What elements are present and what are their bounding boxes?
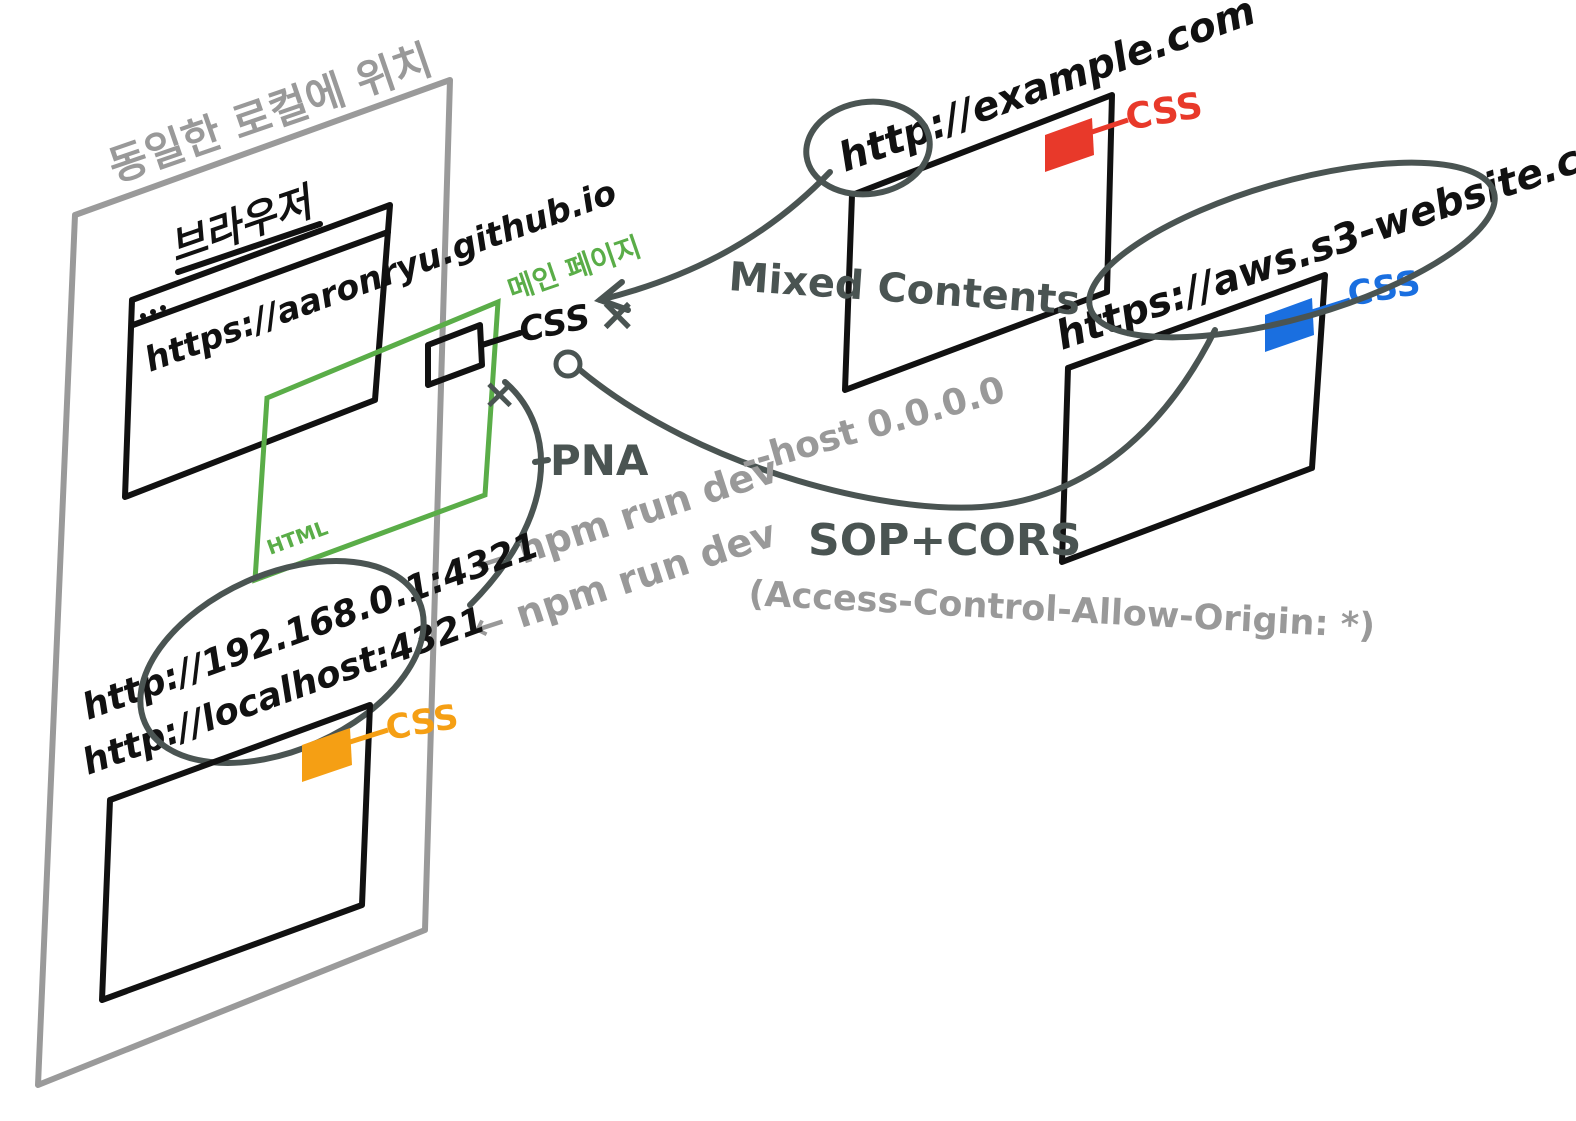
local-css-connector: [349, 727, 389, 745]
mixed-contents-label: Mixed Contents: [727, 254, 1081, 324]
mixed-contents-arrow: [597, 169, 833, 303]
sop-cors-label: SOP+CORS: [808, 515, 1081, 566]
example-css-box: [1045, 118, 1094, 172]
example-css-label: CSS: [1122, 85, 1205, 139]
acao-label: (Access-Control-Allow-Origin: *): [748, 574, 1376, 647]
cors-curve: [577, 327, 1218, 511]
same-local-panel: [35, 77, 453, 1088]
s3-domain-circle: [1086, 159, 1498, 341]
mixed-contents-arrowhead: [593, 279, 631, 313]
local-css-label: CSS: [383, 697, 462, 749]
main-css-label: CSS: [516, 297, 594, 351]
main-css-box: [425, 322, 485, 388]
pna-label-connector: [532, 457, 551, 465]
pna-blocked-mark: ×: [482, 369, 517, 418]
s3-window: [1059, 272, 1328, 565]
browser-titlebar-divider: [130, 229, 391, 328]
pna-label: PNA: [550, 436, 649, 485]
main-page-frame: [252, 298, 501, 584]
cors-allowed-mark: [553, 349, 583, 379]
host-flag-label: --host 0.0.0.0: [736, 369, 1009, 484]
browser-window: [122, 202, 393, 500]
main-css-connector: [479, 330, 523, 348]
example-css-connector: [1091, 117, 1129, 135]
same-location-label: 동일한 로컬에 위치: [102, 35, 438, 191]
pna-curve: [467, 379, 545, 608]
window-dot-1: [140, 313, 146, 319]
s3-css-box: [1265, 298, 1314, 352]
http-scheme-circle: [803, 98, 933, 198]
example-window: [842, 92, 1115, 393]
local-window: [99, 702, 373, 1003]
window-dot-3: [160, 305, 166, 311]
local-css-box: [302, 728, 352, 782]
window-dot-2: [150, 309, 156, 315]
browser-label-underline: [175, 221, 323, 275]
